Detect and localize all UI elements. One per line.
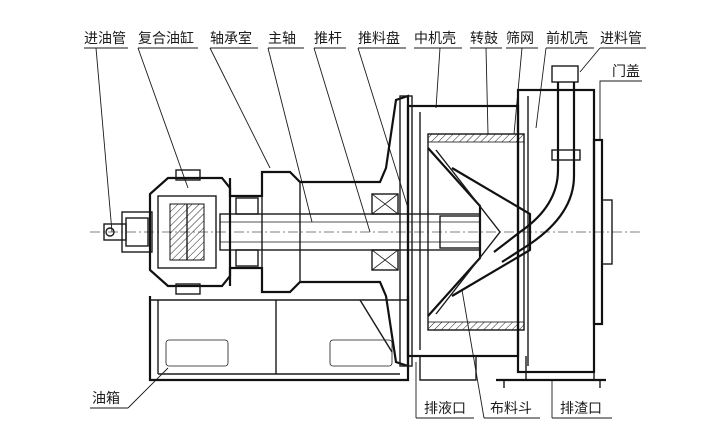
label-slag-outlet: 排渣口 (560, 401, 602, 417)
label-door-cover: 门盖 (612, 64, 640, 80)
outlets (419, 356, 606, 388)
leader-front-casing (535, 47, 547, 129)
feed-pipe-clamp (551, 149, 581, 161)
feed-pipe (493, 65, 581, 263)
middle-casing-flange (399, 95, 413, 367)
bottom-labels: 油箱 排液口 布料斗 排渣口 (90, 391, 612, 419)
cylinder-bottom-flange (175, 283, 201, 295)
label-front-casing: 前机壳 (546, 30, 588, 47)
bearing-chamber (228, 94, 410, 368)
leader-feed-pipe (579, 47, 601, 73)
leader-push-rod (313, 47, 371, 233)
tank-window-right (329, 339, 393, 367)
middle-casing (399, 95, 520, 367)
screen-top (427, 133, 525, 143)
label-pusher-disc: 推料盘 (358, 30, 400, 47)
label-screen: 筛网 (506, 31, 534, 47)
cylinder-inner (157, 195, 217, 269)
front-bearing-bottom-x2 (371, 249, 399, 271)
label-oil-inlet-pipe: 进油管 (84, 31, 126, 47)
front-bearing-bottom (371, 249, 399, 271)
hopper-cone (451, 167, 532, 297)
base-frame-brace (359, 299, 393, 353)
top-labels: 进油管 复合油缸 轴承室 主轴 推杆 推料盘 中机壳 转鼓 筛网 前机壳 进料管… (84, 30, 646, 82)
label-feed-pipe: 进料管 (600, 31, 642, 47)
leader-main-shaft (267, 47, 313, 223)
rear-bearing-top (235, 197, 259, 215)
door-cover-handle (601, 199, 613, 265)
leader-oil-inlet-pipe (84, 47, 113, 233)
feed-pipe-inner (501, 82, 576, 263)
oil-tank-base (148, 296, 410, 382)
compound-cylinder (148, 169, 232, 295)
feed-pipe-flange (551, 65, 579, 83)
label-push-rod: 推杆 (314, 31, 342, 47)
screen-bottom (427, 321, 525, 331)
label-distribution-hopper: 布料斗 (490, 401, 532, 417)
pusher-disc (427, 147, 501, 317)
front-bearing-top-x2 (371, 193, 399, 215)
pusher-disc-hub (439, 215, 481, 249)
leader-compound-cylinder (137, 47, 189, 189)
leader-middle-casing (435, 47, 441, 109)
drum (427, 133, 525, 331)
rear-bearing-bottom (235, 249, 259, 267)
label-compound-cylinder: 复合油缸 (138, 30, 194, 47)
label-liquid-outlet: 排液口 (424, 401, 466, 417)
machine-drawing (90, 65, 640, 388)
middle-casing-outline (406, 104, 520, 358)
rotary-joint (121, 211, 153, 253)
tank-window-left (165, 339, 229, 367)
bearing-housing-outline (228, 94, 410, 368)
rotary-joint-inner (125, 217, 149, 247)
oil-inlet-port (105, 227, 115, 237)
label-main-shaft: 主轴 (268, 31, 296, 47)
base-frame-outline (148, 296, 410, 382)
leader-distribution-hopper (461, 289, 485, 419)
oil-inlet-assembly (103, 211, 153, 253)
leader-drum (485, 47, 489, 135)
liquid-outlet-spout (419, 356, 477, 381)
feed-pipe-outer (493, 82, 560, 253)
leader-lines (84, 47, 612, 419)
pusher-disc-inner-cone (435, 149, 501, 315)
leader-bearing-chamber (209, 47, 271, 169)
label-bearing-chamber: 轴承室 (210, 30, 252, 47)
front-casing (516, 88, 613, 374)
front-bearing-top (371, 193, 399, 215)
label-drum: 转鼓 (470, 31, 498, 47)
cylinder-top-flange (175, 169, 201, 181)
leader-door-cover (599, 80, 612, 140)
distribution-hopper (451, 167, 532, 297)
label-middle-casing: 中机壳 (414, 30, 456, 47)
label-oil-tank: 油箱 (92, 391, 120, 407)
